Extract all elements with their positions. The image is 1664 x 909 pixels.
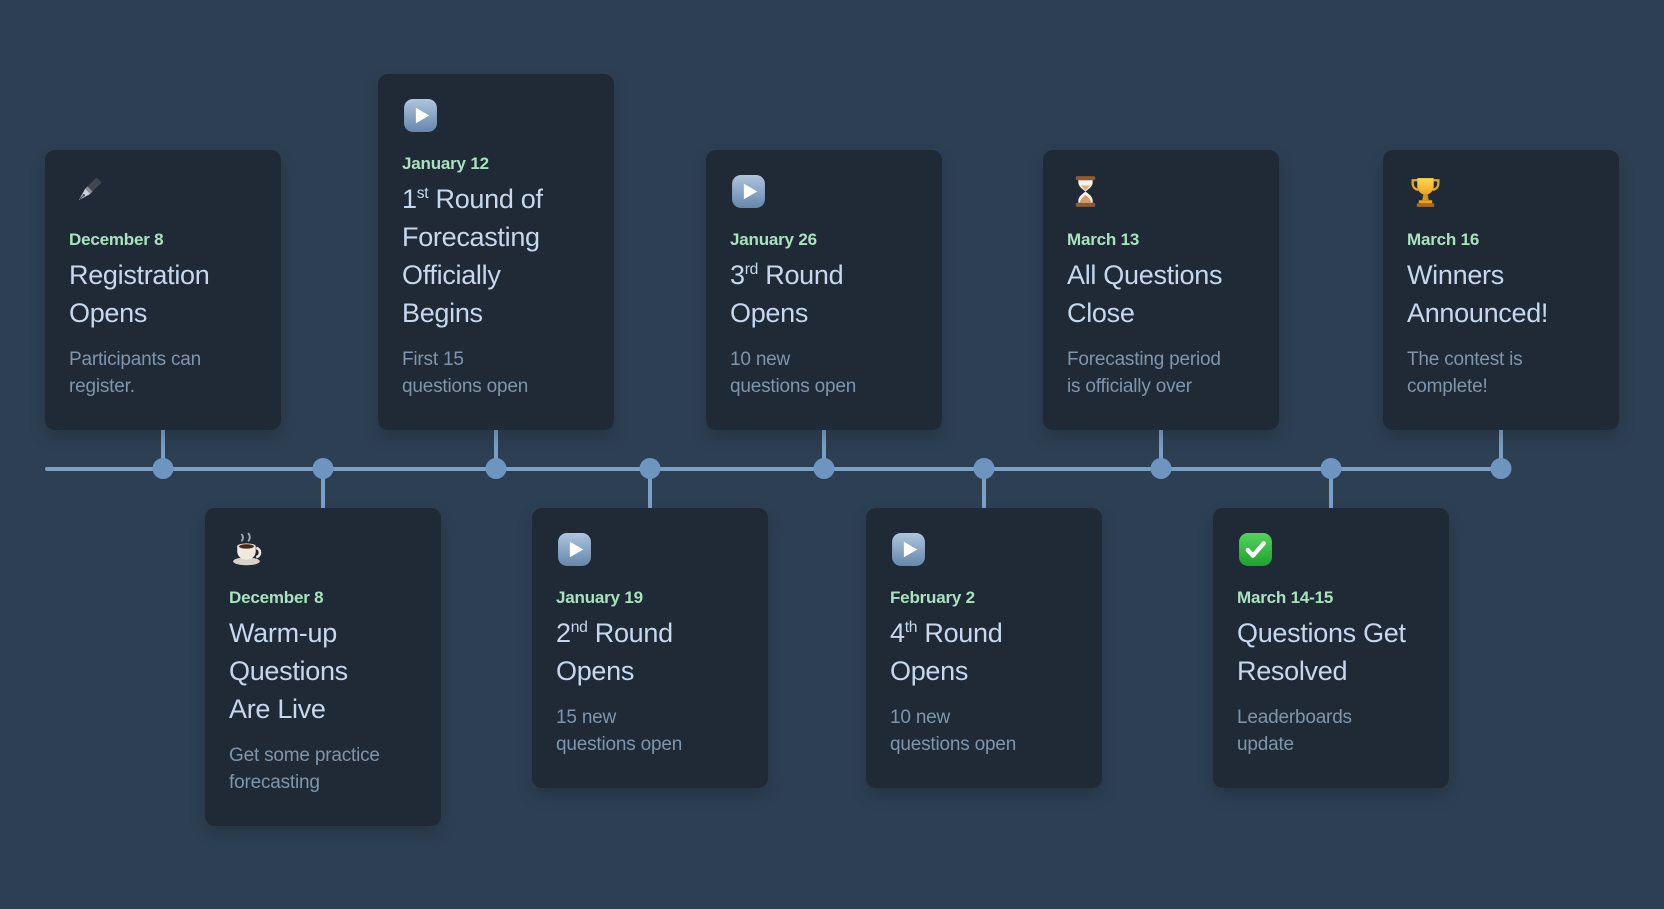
fountain-pen-icon: [69, 173, 106, 210]
hourglass-icon: [1067, 173, 1104, 210]
event-title-text: Round Opens: [890, 618, 1003, 686]
event-title-ordinal: th: [904, 619, 918, 636]
event-title: Questions Get Resolved: [1237, 614, 1425, 690]
check-mark-icon: [1237, 531, 1274, 568]
timeline-connector: [1499, 424, 1503, 469]
timeline-connector: [822, 424, 826, 469]
event-title-text: Warm-up Questions Are Live: [229, 618, 348, 724]
event-title-text: Round of Forecasting Officially Begins: [402, 184, 543, 328]
event-title: Registration Opens: [69, 256, 257, 332]
play-button-icon: [730, 173, 767, 210]
timeline-connector: [982, 469, 986, 514]
event-title: Warm-up Questions Are Live: [229, 614, 417, 728]
timeline-dot: [813, 458, 835, 479]
event-date: March 13: [1067, 230, 1140, 249]
event-title-ordinal: rd: [744, 261, 759, 278]
event-date: January 26: [730, 230, 817, 249]
timeline-dot: [1490, 458, 1512, 479]
event-title: 3rd Round Opens: [730, 256, 918, 332]
timeline-connector: [494, 424, 498, 469]
event-description: 10 new questions open: [730, 349, 857, 397]
timeline-card-third-round: January 26 3rd Round Opens 10 new questi…: [706, 150, 942, 430]
event-title-ordinal: nd: [570, 619, 588, 636]
event-title: 1st Round of Forecasting Officially Begi…: [402, 180, 590, 332]
event-date: December 8: [69, 230, 164, 249]
timeline-card-fourth-round: February 2 4th Round Opens 10 new questi…: [866, 508, 1102, 788]
event-description: The contest is complete!: [1407, 349, 1523, 397]
event-description: 10 new questions open: [890, 707, 1017, 755]
timeline-card-all-questions-close: March 13 All Questions Close Forecasting…: [1043, 150, 1279, 430]
event-title-number: 2: [556, 618, 571, 648]
event-title-text: Winners Announced!: [1407, 260, 1549, 328]
play-button-icon: [556, 531, 593, 568]
event-title-text: Round Opens: [730, 260, 844, 328]
event-description: Leaderboards update: [1237, 707, 1352, 755]
coffee-icon: [229, 531, 266, 568]
timeline-dot: [639, 458, 661, 479]
timeline-card-questions-resolved: March 14-15 Questions Get Resolved Leade…: [1213, 508, 1449, 788]
timeline-connector: [648, 469, 652, 514]
event-title-ordinal: st: [416, 185, 429, 202]
event-title-text: All Questions Close: [1067, 260, 1223, 328]
event-title-text: Registration Opens: [69, 260, 210, 328]
event-description: Get some practice forecasting: [229, 745, 380, 793]
event-title: 4th Round Opens: [890, 614, 1078, 690]
timeline-dot: [1320, 458, 1342, 479]
timeline-card-second-round: January 19 2nd Round Opens 15 new questi…: [532, 508, 768, 788]
event-title: Winners Announced!: [1407, 256, 1595, 332]
event-description: 15 new questions open: [556, 707, 683, 755]
event-date: March 16: [1407, 230, 1480, 249]
event-description: Forecasting period is officially over: [1067, 349, 1221, 397]
timeline-dot: [485, 458, 507, 479]
timeline-dot: [312, 458, 334, 479]
timeline-dot: [973, 458, 995, 479]
event-description: First 15 questions open: [402, 349, 529, 397]
trophy-icon: [1407, 173, 1444, 210]
timeline-card-winners-announced: March 16 Winners Announced! The contest …: [1383, 150, 1619, 430]
event-title-number: 4: [890, 618, 905, 648]
event-date: January 19: [556, 588, 643, 607]
event-title-text: Round Opens: [556, 618, 673, 686]
event-title: All Questions Close: [1067, 256, 1255, 332]
event-title: 2nd Round Opens: [556, 614, 744, 690]
event-date: December 8: [229, 588, 324, 607]
timeline-connector: [321, 469, 325, 514]
timeline-line: [45, 467, 1511, 471]
timeline-connector: [1329, 469, 1333, 514]
timeline-connector: [1159, 424, 1163, 469]
timeline-card-registration-opens: December 8 Registration Opens Participan…: [45, 150, 281, 430]
event-title-number: 3: [730, 260, 745, 290]
timeline-connector: [161, 424, 165, 469]
timeline-card-warmup-questions: December 8 Warm-up Questions Are Live Ge…: [205, 508, 441, 826]
play-button-icon: [890, 531, 927, 568]
event-date: January 12: [402, 154, 489, 173]
timeline-card-first-round: January 12 1st Round of Forecasting Offi…: [378, 74, 614, 430]
timeline-dot: [152, 458, 174, 479]
event-title-number: 1: [402, 184, 417, 214]
event-date: March 14-15: [1237, 588, 1334, 607]
event-description: Participants can register.: [69, 349, 201, 397]
play-button-icon: [402, 97, 439, 134]
event-title-text: Questions Get Resolved: [1237, 618, 1406, 686]
timeline-dot: [1150, 458, 1172, 479]
event-date: February 2: [890, 588, 975, 607]
